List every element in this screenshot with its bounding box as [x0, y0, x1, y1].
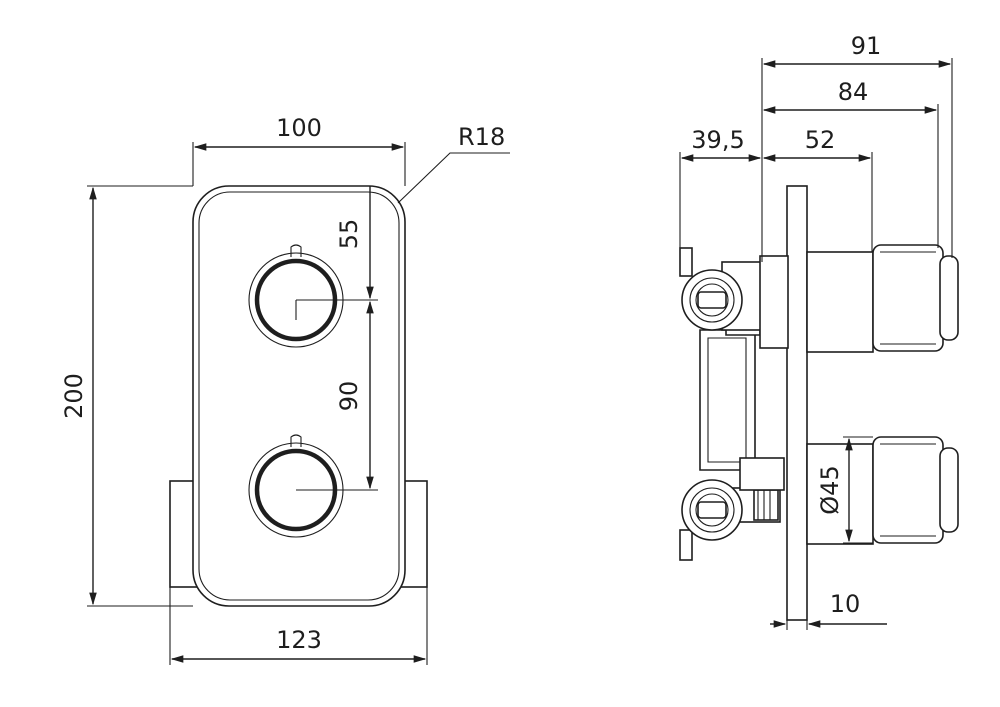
dim-offset-55: 55: [335, 219, 363, 250]
lower-knob: [248, 434, 345, 538]
lower-knob-side: [872, 436, 944, 544]
upper-inlet-fitting: [681, 269, 743, 331]
dim-depth-91: 91: [851, 32, 882, 60]
lower-inlet-fitting: [681, 479, 743, 541]
dim-radius-r18: R18: [458, 123, 505, 151]
dim-width-100: 100: [276, 114, 322, 142]
dim-spacing-90: 90: [335, 381, 363, 412]
upper-knob-side: [872, 244, 944, 352]
side-view: 91 84 39,5 52 Ø45 10: [679, 32, 959, 630]
dim-depth-52: 52: [805, 126, 836, 154]
dim-depth-39-5: 39,5: [691, 126, 744, 154]
dim-depth-84: 84: [838, 78, 869, 106]
upper-knob: [248, 244, 345, 348]
dim-base-123: 123: [276, 626, 322, 654]
wall-plate: [786, 185, 808, 621]
faceplate-inner-edge: [198, 191, 400, 601]
dim-plate-10: 10: [830, 590, 861, 618]
faceplate: [192, 185, 406, 607]
front-view: 100 R18 200 55 90 123: [60, 114, 510, 665]
dim-height-200: 200: [60, 373, 88, 419]
dim-diameter-45: Ø45: [816, 465, 844, 514]
